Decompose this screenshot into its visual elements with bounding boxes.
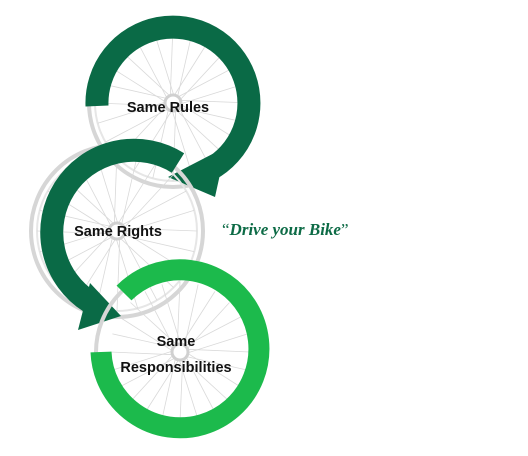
spoke	[184, 316, 241, 347]
slogan: “Drive your Bike”	[222, 220, 349, 240]
spoke	[119, 316, 173, 351]
spoke	[118, 161, 158, 224]
spoke	[123, 235, 195, 253]
same-responsibilities-label-line1: Same	[156, 334, 196, 350]
wheel-3	[90, 259, 270, 439]
spoke	[121, 190, 187, 226]
spoke	[179, 359, 184, 423]
wheel-1-arrow-arc	[85, 15, 261, 181]
spoke	[124, 209, 195, 233]
wheel-3-ring	[90, 259, 270, 439]
spoke	[97, 101, 166, 124]
slogan-text: Drive your Bike	[229, 220, 341, 239]
spoke	[181, 291, 216, 345]
same-rules-label: Same Rules	[126, 100, 210, 116]
spoke	[109, 351, 173, 356]
spoke	[144, 359, 179, 413]
spoke	[187, 333, 248, 354]
same-responsibilities-label-line2: Responsibilities	[120, 360, 232, 376]
wheel-2-hub	[107, 221, 127, 241]
wheel-1-arrow-head	[168, 147, 226, 197]
wheel-3-spokes	[109, 281, 251, 423]
wheel-1-hub	[163, 93, 183, 113]
spoke	[124, 227, 198, 232]
spoke	[121, 153, 139, 225]
spoke	[119, 357, 176, 388]
spoke	[187, 353, 241, 388]
slogan-close-quote: ”	[340, 220, 349, 239]
spoke	[176, 281, 181, 345]
wheel-3-hub	[170, 342, 190, 362]
spoke	[185, 356, 216, 413]
wheel-2	[29, 138, 205, 330]
spoke	[116, 238, 121, 312]
wheel-2-arrow-head	[78, 283, 121, 330]
spoke	[124, 174, 174, 228]
same-rights-label: Same Rights	[74, 224, 162, 240]
spoke	[105, 108, 169, 143]
spoke	[144, 291, 175, 348]
wheel-2-arrow-arc	[40, 138, 185, 312]
spoke	[122, 235, 158, 301]
slogan-open-quote: “	[222, 220, 230, 239]
